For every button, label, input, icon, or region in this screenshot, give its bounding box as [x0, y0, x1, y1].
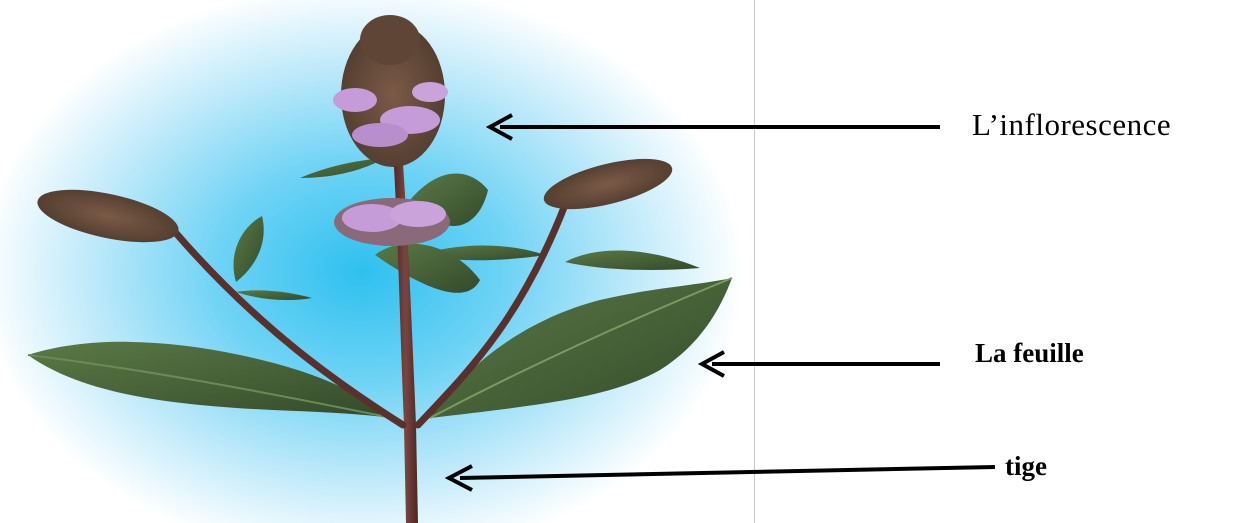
mint-plant-illustration	[0, 0, 754, 523]
inflorescence-middle	[334, 198, 450, 246]
inflorescence-left	[33, 180, 183, 253]
label-stem: tige	[1005, 451, 1047, 482]
label-leaf: La feuille	[975, 338, 1084, 369]
label-inflorescence: L’inflorescence	[972, 107, 1171, 143]
plant-photo-panel	[0, 0, 755, 523]
leaf-small-left	[234, 216, 312, 300]
leaf-right	[430, 278, 732, 418]
inflorescence-top	[333, 15, 448, 167]
